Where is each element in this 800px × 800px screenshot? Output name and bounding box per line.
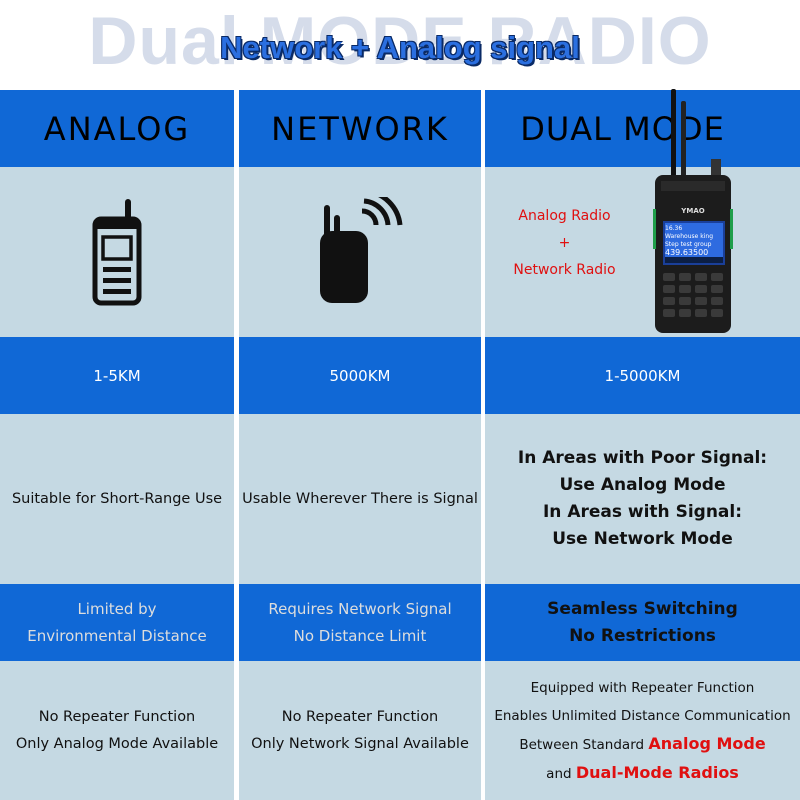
radio-screen-line-2: Warehouse king [665, 233, 714, 240]
usage-text: Usable Wherever There is Signal [242, 490, 478, 507]
usage-text: Suitable for Short-Range Use [11, 490, 223, 507]
icon-cell [0, 167, 234, 337]
usage-line-1: In Areas with Poor Signal: [517, 448, 768, 468]
radio-types-label: Analog Radio + Network Radio [507, 203, 622, 284]
column-heading: DUAL MODE [520, 109, 725, 148]
usage-line-2: Use Analog Mode [559, 475, 726, 495]
usage-line-3: In Areas with Signal: [542, 502, 743, 522]
column-heading: NETWORK [271, 109, 449, 148]
analog-radio-label: Analog Radio [518, 208, 611, 224]
limit-line-2: Environmental Distance [27, 626, 207, 645]
banner-title: Network + Analog signal [220, 30, 580, 65]
network-radio-label: Network Radio [513, 262, 616, 278]
column-header: DUAL MODE [485, 90, 800, 167]
product-cell: Analog Radio + Network Radio [485, 89, 800, 337]
banner-background-text: Dual MODE RADIO [88, 3, 712, 79]
radio-screen-line-3: Step test group [665, 241, 712, 248]
limit-cell: Requires Network Signal No Distance Limi… [239, 584, 481, 661]
network-radio-icon [320, 197, 403, 303]
analog-mode-highlight: Analog Mode [648, 733, 766, 753]
distance-value: 5000KM [329, 366, 391, 385]
usage-cell: Suitable for Short-Range Use [0, 414, 234, 584]
column-header: NETWORK [239, 90, 481, 167]
column-header: ANALOG [0, 90, 234, 167]
limit-cell: Limited by Environmental Distance [0, 584, 234, 661]
dual-mode-radio-image: YMAO 16.36 Warehouse king Step test grou… [653, 89, 733, 333]
column-heading: ANALOG [43, 109, 191, 148]
dual-mode-radios-highlight: Dual-Mode Radios [575, 762, 739, 782]
distance-value: 1-5KM [93, 366, 141, 385]
column-analog: ANALOG 1-5KM Suitable for Short-Range Us… [0, 90, 234, 800]
repeater-line-2: Only Analog Mode Available [15, 735, 219, 752]
repeater-line-4-prefix: and [546, 765, 572, 782]
repeater-line-1: No Repeater Function [38, 708, 196, 725]
radio-screen-line-1: 16.36 [665, 225, 683, 232]
radio-screen-line-4: 439.63500 [665, 248, 709, 257]
distance-cell: 1-5KM [0, 337, 234, 414]
distance-value: 1-5000KM [604, 366, 681, 385]
radio-screen: 16.36 Warehouse king Step test group 439… [665, 225, 723, 257]
repeater-line-1: No Repeater Function [281, 708, 439, 725]
column-dual-mode: DUAL MODE Analog Radio + Network Radio [485, 89, 800, 800]
limit-line-2: No Restrictions [569, 625, 716, 646]
plus-label: + [558, 235, 571, 251]
column-network: NETWORK 5000KM Usable Wherever There is … [239, 90, 481, 800]
usage-cell: In Areas with Poor Signal: Use Analog Mo… [485, 414, 800, 584]
comparison-table: ANALOG 1-5KM Suitable for Short-Range Us… [0, 89, 800, 800]
repeater-cell: No Repeater Function Only Analog Mode Av… [0, 661, 234, 800]
repeater-cell: Equipped with Repeater Function Enables … [485, 661, 800, 800]
limit-line-1: Seamless Switching [547, 598, 738, 619]
distance-cell: 5000KM [239, 337, 481, 414]
radio-brand: YMAO [681, 207, 705, 215]
repeater-line-2: Enables Unlimited Distance Communication [494, 707, 791, 724]
distance-cell: 1-5000KM [485, 337, 800, 414]
limit-cell: Seamless Switching No Restrictions [485, 584, 800, 661]
repeater-cell: No Repeater Function Only Network Signal… [239, 661, 481, 800]
repeater-line-3-prefix: Between Standard [519, 736, 645, 753]
usage-cell: Usable Wherever There is Signal [239, 414, 481, 584]
limit-line-1: Requires Network Signal [268, 599, 452, 618]
limit-line-2: No Distance Limit [293, 626, 427, 645]
usage-line-4: Use Network Mode [552, 529, 733, 549]
repeater-line-4: and Dual-Mode Radios [546, 759, 739, 788]
title-banner: Dual MODE RADIO Network + Analog signal [0, 0, 800, 90]
repeater-line-2: Only Network Signal Available [251, 735, 469, 752]
limit-line-1: Limited by [77, 599, 157, 618]
icon-cell [239, 167, 481, 337]
radio-illustration [653, 89, 733, 333]
repeater-line-3: Between Standard Analog Mode [519, 730, 765, 759]
repeater-line-1: Equipped with Repeater Function [530, 679, 755, 696]
walkie-talkie-icon [92, 199, 142, 306]
